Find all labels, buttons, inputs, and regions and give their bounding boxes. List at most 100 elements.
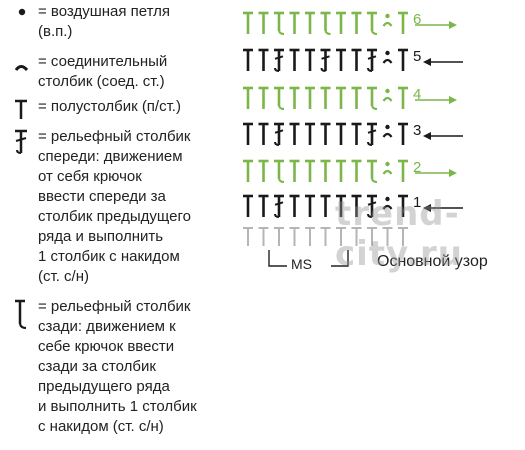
legend-text: = рельефный столбик сзади: движением к с… bbox=[38, 298, 197, 435]
stitch-B bbox=[274, 159, 285, 183]
stitch-T bbox=[289, 11, 300, 34]
stitch-T bbox=[289, 194, 300, 217]
stitch-T bbox=[351, 48, 362, 71]
legend-text: = воздушная петля (в.п.) bbox=[38, 3, 171, 40]
row-3: 3 bbox=[243, 122, 463, 146]
stitch-T bbox=[243, 86, 253, 109]
stitch-T bbox=[351, 122, 362, 145]
row-5: 5 bbox=[243, 48, 463, 72]
stitch-T bbox=[258, 48, 269, 71]
pattern-caption: Основной узор bbox=[377, 253, 488, 270]
stitch-T bbox=[243, 122, 253, 145]
foundation-stitch bbox=[398, 227, 408, 246]
foundation-stitch bbox=[289, 227, 300, 246]
stitch-C bbox=[382, 161, 393, 175]
stitch-T bbox=[289, 122, 300, 145]
stitch-T bbox=[336, 194, 346, 217]
stitch-T bbox=[351, 11, 362, 34]
row-number: 2 bbox=[413, 159, 421, 176]
stitch-T bbox=[336, 48, 346, 71]
slip-stitch-icon bbox=[14, 65, 29, 72]
foundation-row bbox=[243, 227, 408, 246]
stitch-T bbox=[336, 122, 346, 145]
stitch-C bbox=[382, 50, 393, 64]
stitch-T bbox=[258, 122, 269, 145]
stitch-F bbox=[274, 122, 284, 146]
row-direction-arrow bbox=[415, 169, 457, 177]
stitch-F bbox=[367, 122, 377, 146]
stitch-T bbox=[258, 159, 269, 182]
stitch-T bbox=[320, 159, 331, 182]
back-post-icon bbox=[15, 299, 27, 330]
stitch-T bbox=[305, 194, 315, 217]
stitch-F bbox=[274, 194, 284, 218]
stitch-T bbox=[336, 86, 346, 109]
foundation-stitch bbox=[382, 227, 393, 246]
stitch-T bbox=[305, 86, 315, 109]
row-4: 4 bbox=[243, 86, 457, 110]
row-direction-arrow bbox=[423, 132, 463, 140]
row-direction-arrow bbox=[415, 21, 457, 29]
stitch-T bbox=[398, 159, 408, 182]
stitch-C bbox=[382, 124, 393, 138]
stitch-T bbox=[398, 86, 408, 109]
row-number: 6 bbox=[413, 11, 421, 28]
stitch-F bbox=[274, 48, 284, 72]
row-number: 3 bbox=[413, 122, 421, 139]
stitch-B bbox=[367, 86, 378, 110]
stitch-T bbox=[305, 122, 315, 145]
stitch-T bbox=[243, 159, 253, 182]
stitch-T bbox=[320, 194, 331, 217]
stitch-T bbox=[336, 11, 346, 34]
stitch-T bbox=[289, 159, 300, 182]
stitch-F bbox=[367, 48, 377, 72]
legend: = воздушная петля (в.п.) = соединительный… bbox=[0, 0, 235, 450]
row-direction-arrow bbox=[423, 58, 463, 66]
row-1: 1 bbox=[243, 194, 463, 218]
foundation-stitch bbox=[367, 227, 377, 246]
stitch-T bbox=[320, 86, 331, 109]
row-direction-arrow bbox=[423, 204, 463, 212]
foundation-stitch bbox=[351, 227, 362, 246]
foundation-stitch bbox=[320, 227, 331, 246]
stitch-T bbox=[258, 86, 269, 109]
stitch-T bbox=[258, 11, 269, 34]
stitch-T bbox=[305, 48, 315, 71]
stitch-B bbox=[367, 11, 378, 35]
foundation-stitch bbox=[258, 227, 269, 246]
stitch-T bbox=[336, 159, 346, 182]
row-6: 6 bbox=[243, 11, 457, 35]
stitch-T bbox=[351, 194, 362, 217]
stitch-T bbox=[320, 122, 331, 145]
stitch-T bbox=[398, 48, 408, 71]
half-double-icon bbox=[15, 99, 27, 119]
stitch-C bbox=[382, 196, 393, 210]
stitch-F bbox=[320, 48, 331, 72]
stitch-T bbox=[351, 86, 362, 109]
legend-text: = рельефный столбик спереди: движением о… bbox=[38, 128, 191, 285]
stitch-T bbox=[289, 48, 300, 71]
legend-text: = соединительный столбик (соед. ст.) bbox=[38, 53, 168, 90]
stitch-T bbox=[398, 11, 408, 34]
stitch-B bbox=[367, 159, 378, 183]
stitch-C bbox=[382, 88, 393, 102]
stitch-T bbox=[243, 48, 253, 71]
stitch-B bbox=[274, 11, 285, 35]
stitch-T bbox=[398, 194, 408, 217]
chain-dot-icon bbox=[18, 8, 26, 16]
stitch-T bbox=[243, 11, 253, 34]
stitch-T bbox=[243, 194, 253, 217]
row-number: 5 bbox=[413, 48, 421, 65]
ms-label: MS bbox=[291, 256, 312, 272]
ms-bracket bbox=[268, 250, 349, 267]
stitch-T bbox=[305, 159, 315, 182]
stitch-T bbox=[258, 194, 269, 217]
row-number: 4 bbox=[413, 86, 421, 103]
row-direction-arrow bbox=[415, 96, 457, 104]
stitch-F bbox=[367, 194, 377, 218]
front-post-icon bbox=[15, 129, 27, 154]
stitch-B bbox=[320, 11, 331, 35]
foundation-stitch bbox=[243, 227, 253, 246]
foundation-stitch bbox=[336, 227, 346, 246]
